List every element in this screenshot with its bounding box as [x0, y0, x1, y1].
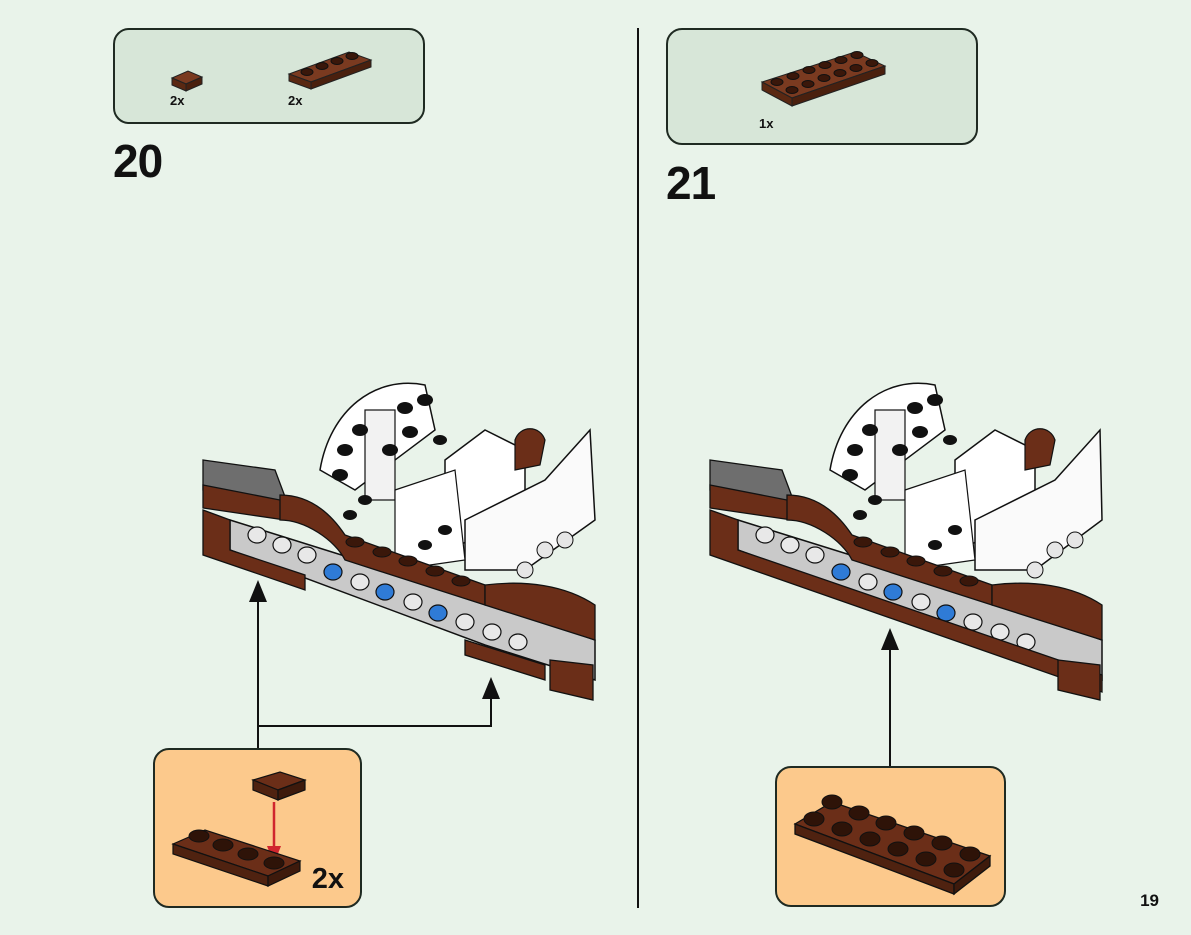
page-number: 19 [1140, 891, 1159, 910]
plate-1x4-quantity: 2x [288, 93, 303, 108]
step-20-model-illustration [202, 382, 596, 701]
step-21-number: 21 [666, 157, 716, 209]
tile-1x1-quantity: 2x [170, 93, 185, 108]
step-20-number: 20 [113, 135, 163, 187]
arrow-head [881, 628, 899, 650]
step-21-model-illustration [709, 382, 1103, 701]
plate-2x6-part-icon [760, 51, 887, 107]
technic-beam-assembly [709, 459, 1103, 701]
plate-1x4-part-icon [287, 51, 373, 90]
white-assembly [319, 382, 596, 579]
callout-quantity: 2x [311, 863, 344, 895]
arrow-head-left [249, 580, 267, 602]
tile-1x1-part-icon [170, 70, 204, 92]
step-20-subassembly-callout: 2x [153, 748, 362, 908]
white-assembly [829, 382, 1103, 579]
step-20-parts-list: 2x 2x [113, 28, 425, 124]
plate-2x6-quantity: 1x [759, 116, 774, 131]
subassembly-tile-and-plate-icon [171, 771, 307, 887]
plate-2x6-callout-icon [793, 794, 992, 896]
step-divider [637, 28, 639, 908]
step-21-part-callout [775, 766, 1006, 907]
technic-beam-assembly [202, 459, 596, 701]
arrow-head-right [482, 677, 500, 699]
step-21-parts-list: 1x [666, 28, 978, 145]
